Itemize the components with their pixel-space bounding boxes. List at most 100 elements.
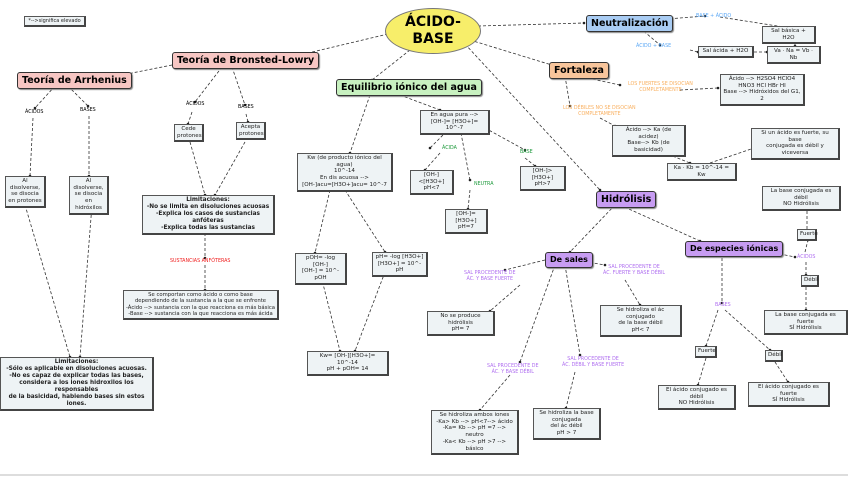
box-kw[interactable]: Kw (de producto iónico del agua) 10^-14 … [297, 153, 393, 192]
concept-equilibrio-ionico[interactable]: Equilibrio iónico del agua [336, 79, 482, 97]
arrowhead [193, 100, 197, 104]
box-acepta-protones[interactable]: Acepta protones [236, 122, 266, 141]
connector-line [697, 357, 707, 386]
box-base-debil-res[interactable]: El ácido conjugado es fuerte SÍ Hidrólis… [748, 382, 830, 408]
connector-line [469, 39, 556, 67]
concept-especies-ionicas[interactable]: De especies iónicas [685, 241, 784, 257]
arrowhead [518, 360, 522, 364]
box-arr-limitaciones[interactable]: Limitaciones: -Sólo es aplicable en diso… [0, 357, 154, 411]
connector-line [399, 94, 441, 111]
concept-arrhenius[interactable]: Teoría de Arrhenius [17, 72, 132, 90]
label-base: BASE [520, 150, 533, 155]
box-anfoteras[interactable]: Se comportan como ácido o como base depe… [123, 290, 279, 321]
connector-line [477, 22, 585, 27]
connector-line [214, 141, 246, 196]
connector-line [424, 152, 441, 171]
box-conjugada[interactable]: Si un ácido es fuerte, su base conjugada… [751, 128, 840, 160]
box-sal-acida[interactable]: Sal ácida + H2O [698, 46, 754, 58]
box-acid-fuerte-res[interactable]: La base conjugada es débil NO Hidrólisis [762, 186, 841, 212]
connector-line [569, 204, 616, 253]
connector-line [314, 189, 331, 254]
box-base-fuerte[interactable]: Fuerte [695, 346, 717, 358]
arrowhead [568, 104, 572, 108]
label-arr-acidos: ÁCIDOS [25, 110, 44, 115]
box-sal-2[interactable]: Se hidroliza el ác conjugado de la base … [600, 305, 682, 337]
label-base-acido: BASE + ÁCIDO [696, 14, 732, 19]
box-acid-debil-res[interactable]: La base conjugada es fuerte SÍ Hidrólisi… [764, 310, 848, 336]
arrowhead [578, 353, 582, 357]
box-bl-limitaciones[interactable]: Limitaciones: -No se limita en disolucio… [142, 195, 275, 235]
box-constantes[interactable]: Ácido --> Ka (de acidez) Base--> Kb (de … [612, 125, 686, 157]
arrowhead [428, 146, 432, 150]
connector-line [689, 49, 699, 53]
box-ka-kb[interactable]: Ka · Kb = 10^-14 = Kw [667, 163, 737, 182]
concept-fortaleza[interactable]: Fortaleza [549, 62, 609, 80]
box-cede-protones[interactable]: Cede protones [174, 124, 204, 143]
connector-line [344, 189, 386, 253]
legend-note: *-->significa elevado [24, 16, 86, 27]
box-base-debil[interactable]: Débil [765, 350, 783, 362]
label-sal-2: SAL PROCEDENTE DE ÁC. FUERTE Y BASE DÉBI… [603, 265, 666, 276]
arrowhead [703, 14, 707, 18]
arrowhead [658, 43, 662, 47]
connector-line [804, 239, 809, 253]
box-neutra[interactable]: [OH-]=[H3O+] pH=7 [445, 209, 488, 235]
arrowhead [203, 256, 207, 260]
label-fuertes: LOS FUERTES SE DISOCIAN COMPLETAMENTE [628, 82, 693, 93]
arrowhead [468, 178, 472, 182]
box-kw-final[interactable]: Kw= [OH-][H3O+]= 10^-14 pH + pOH= 14 [307, 351, 389, 377]
connector-line [519, 264, 556, 363]
connector-line [319, 271, 341, 352]
connector-line [705, 309, 719, 347]
label-bl-acidos: ÁCIDOS [186, 102, 205, 107]
concept-de-sales[interactable]: De sales [545, 252, 593, 268]
connector-line [719, 16, 791, 29]
box-base-fuerte-res[interactable]: El ácido conjugado es débil NO Hidrólisi… [658, 385, 736, 411]
connector-line [484, 127, 526, 151]
label-acido-base: ÁCIDO + BASE [636, 44, 672, 49]
main-concept-acido-base[interactable]: ÁCIDO-BASE [385, 8, 481, 54]
box-sal-1[interactable]: No se produce hidrólisis pH= 7 [427, 311, 495, 337]
box-acid-fuerte[interactable]: Fuerte [797, 229, 818, 241]
concept-hidrolisis[interactable]: Hidrólisis [596, 191, 657, 209]
box-agua-pura[interactable]: En agua pura --> [OH-]= [H3O+]= 10^-7 [420, 110, 490, 136]
connector-line [724, 309, 771, 351]
arrowhead [720, 301, 724, 305]
arrowhead [582, 21, 586, 25]
connector-line [34, 85, 56, 109]
connector-line [29, 117, 34, 177]
box-ph[interactable]: pH= -log [H3O+] [H3O+] = 10^-pH [372, 252, 428, 278]
box-sal-3[interactable]: Se hidroliza ambos iones -Ka> Kb --> pH<… [431, 410, 519, 456]
concept-neutralizacion[interactable]: Neutralización [586, 15, 674, 33]
arrowhead [86, 104, 90, 108]
arrowhead [598, 188, 602, 192]
connector-line [464, 43, 601, 191]
box-sal-4[interactable]: Se hidroliza la base conjugada del ác dé… [533, 408, 601, 440]
connector-line [504, 259, 546, 271]
box-poh[interactable]: pOH= -log [OH-] [OH-] = 10^-pOH [295, 253, 347, 285]
box-va-na[interactable]: Va · Na = Vb · Nb [767, 46, 821, 65]
box-arr-acido[interactable]: Al disolverse, se disocia en protones [5, 176, 46, 208]
box-acid-debil[interactable]: Débil [801, 275, 819, 287]
connector-line [489, 284, 521, 312]
label-sal-3: SAL PROCEDENTE DE ÁC. Y BASE DÉBIL [487, 364, 539, 375]
label-esp-acidos: ÁCIDOS [797, 255, 816, 260]
connector-line [564, 75, 571, 107]
box-acida[interactable]: [OH-]<[H3O+] pH<7 [410, 170, 454, 196]
concept-bronsted-lowry[interactable]: Teoría de Bronsted-Lowry [172, 52, 320, 70]
arrowhead [33, 106, 37, 110]
connector-line [639, 27, 661, 46]
connector-line [79, 204, 93, 358]
connector-line [231, 66, 246, 106]
box-sal-basica[interactable]: Sal básica + H2O [762, 26, 816, 45]
arrowhead [716, 86, 720, 90]
connector-line [774, 361, 789, 383]
box-arr-base[interactable]: Al disolverse, se disocia en hidróxilos [69, 176, 109, 215]
label-sal-1: SAL PROCEDENTE DE ÁC. Y BASE FUERTE [464, 271, 516, 282]
arrowhead [523, 148, 527, 152]
connector-line [644, 144, 691, 164]
connector-line [24, 204, 71, 358]
box-fuertes[interactable]: Ácido --> H2SO4 HClO4 HNO3 HCl HBr HI Ba… [720, 74, 805, 106]
box-basica[interactable]: [OH-]>[H3O+] pH>7 [520, 166, 566, 192]
connector-line [194, 66, 223, 103]
